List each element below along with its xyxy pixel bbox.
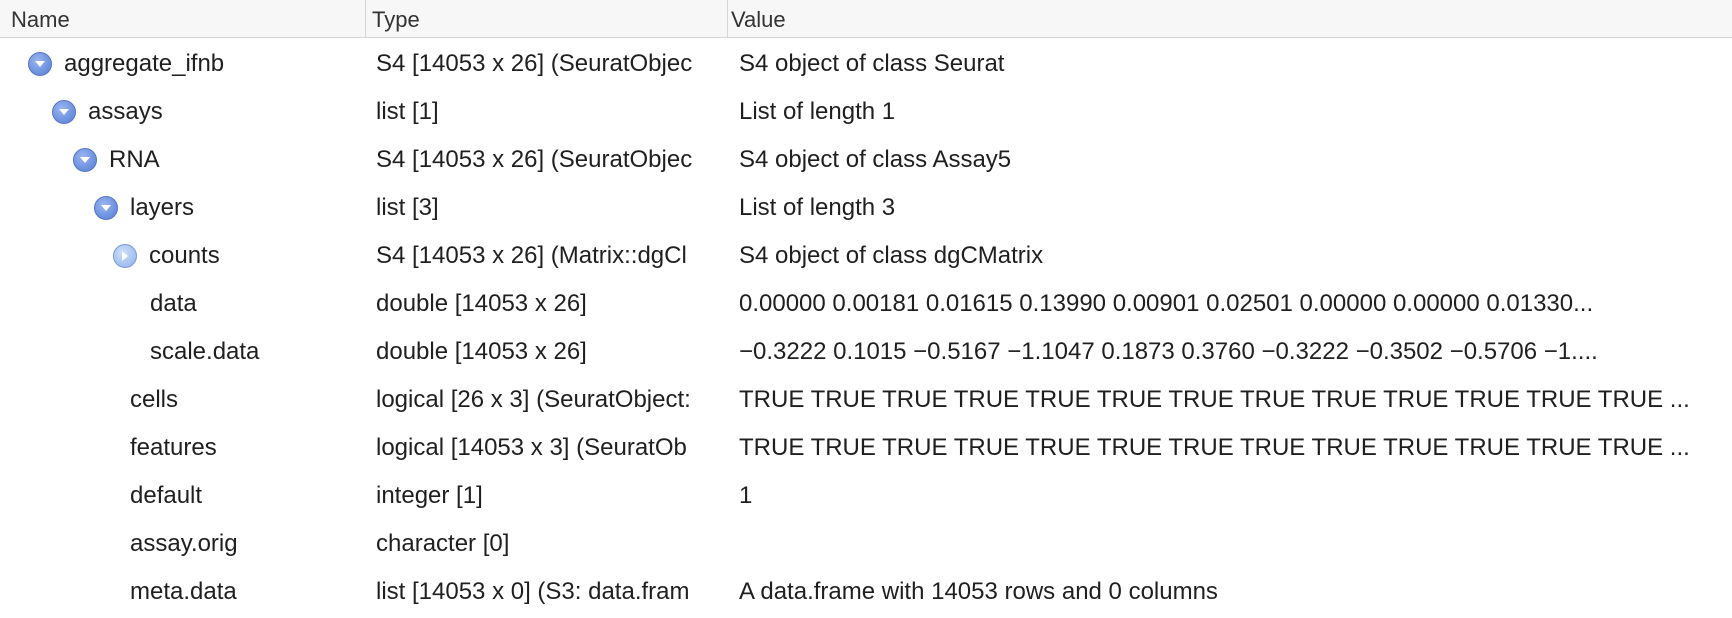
expanded-icon[interactable]: [73, 148, 97, 172]
row-name: assay.orig: [130, 530, 238, 557]
tree-row[interactable]: features logical [14053 x 3] (SeuratOb T…: [0, 424, 1732, 472]
type-cell: S4 [14053 x 26] (Matrix::dgCl: [376, 242, 687, 269]
row-name: RNA: [109, 146, 160, 173]
value-cell: A data.frame with 14053 rows and 0 colum…: [739, 578, 1218, 605]
value-cell: S4 object of class dgCMatrix: [739, 242, 1044, 269]
tree-row[interactable]: default integer [1] 1: [0, 472, 1732, 520]
name-cell: meta.data: [0, 568, 366, 616]
type-cell: character [0]: [376, 530, 510, 557]
row-name: data: [150, 290, 197, 317]
value-cell: −0.3222 0.1015 −0.5167 −1.1047 0.1873 0.…: [739, 338, 1598, 365]
type-cell: double [14053 x 26]: [376, 338, 587, 365]
value-cell: S4 object of class Seurat: [739, 50, 1005, 77]
row-name: cells: [130, 386, 179, 413]
tree-row[interactable]: meta.data list [14053 x 0] (S3: data.fra…: [0, 568, 1732, 616]
tree-row[interactable]: assay.orig character [0]: [0, 520, 1732, 568]
type-cell: list [14053 x 0] (S3: data.fram: [376, 578, 690, 605]
name-cell: counts: [0, 232, 366, 280]
tree-row[interactable]: counts S4 [14053 x 26] (Matrix::dgCl S4 …: [0, 232, 1732, 280]
tree-row[interactable]: layers list [3] List of length 3: [0, 184, 1732, 232]
right-gutter: [1728, 38, 1732, 618]
expanded-icon[interactable]: [94, 196, 118, 220]
value-cell: List of length 3: [739, 194, 896, 221]
value-cell: 1: [739, 482, 753, 509]
tree-row[interactable]: cells logical [26 x 3] (SeuratObject: TR…: [0, 376, 1732, 424]
column-header-value[interactable]: Value: [731, 7, 786, 32]
tree-row[interactable]: assays list [1] List of length 1: [0, 88, 1732, 136]
name-cell: cells: [0, 376, 366, 424]
column-header: Name Type Value: [0, 0, 1732, 38]
value-cell: TRUE TRUE TRUE TRUE TRUE TRUE TRUE TRUE …: [739, 386, 1690, 413]
type-cell: list [1]: [376, 98, 439, 125]
type-cell: double [14053 x 26]: [376, 290, 587, 317]
name-cell: RNA: [0, 136, 366, 184]
type-cell: integer [1]: [376, 482, 483, 509]
row-name: features: [130, 434, 217, 461]
name-cell: assay.orig: [0, 520, 366, 568]
column-header-type[interactable]: Type: [366, 0, 728, 37]
value-cell: 0.00000 0.00181 0.01615 0.13990 0.00901 …: [739, 290, 1594, 317]
name-cell: data: [0, 280, 366, 328]
name-cell: assays: [0, 88, 366, 136]
name-cell: aggregate_ifnb: [0, 40, 366, 88]
type-cell: logical [14053 x 3] (SeuratOb: [376, 434, 687, 461]
type-cell: list [3]: [376, 194, 439, 221]
name-cell: features: [0, 424, 366, 472]
tree-row[interactable]: aggregate_ifnb S4 [14053 x 26] (SeuratOb…: [0, 40, 1732, 88]
row-name: assays: [88, 98, 163, 125]
name-cell: scale.data: [0, 328, 366, 376]
row-name: meta.data: [130, 578, 237, 605]
value-cell: [739, 520, 1709, 568]
expanded-icon[interactable]: [52, 100, 76, 124]
expanded-icon[interactable]: [28, 52, 52, 76]
row-name: default: [130, 482, 203, 509]
tree-rows: aggregate_ifnb S4 [14053 x 26] (SeuratOb…: [0, 40, 1732, 616]
tree-row[interactable]: scale.data double [14053 x 26] −0.3222 0…: [0, 328, 1732, 376]
row-name: layers: [130, 194, 195, 221]
type-cell: S4 [14053 x 26] (SeuratObjec: [376, 146, 693, 173]
tree-row[interactable]: RNA S4 [14053 x 26] (SeuratObjec S4 obje…: [0, 136, 1732, 184]
value-cell: List of length 1: [739, 98, 896, 125]
row-name: aggregate_ifnb: [64, 50, 225, 77]
type-cell: logical [26 x 3] (SeuratObject:: [376, 386, 691, 413]
row-name: scale.data: [150, 338, 260, 365]
value-cell: TRUE TRUE TRUE TRUE TRUE TRUE TRUE TRUE …: [739, 434, 1690, 461]
column-header-name[interactable]: Name: [0, 0, 366, 37]
name-cell: layers: [0, 184, 366, 232]
type-cell: S4 [14053 x 26] (SeuratObjec: [376, 50, 693, 77]
value-cell: S4 object of class Assay5: [739, 146, 1012, 173]
name-cell: default: [0, 472, 366, 520]
collapsed-icon[interactable]: [113, 244, 137, 268]
tree-row[interactable]: data double [14053 x 26] 0.00000 0.00181…: [0, 280, 1732, 328]
row-name: counts: [149, 242, 220, 269]
